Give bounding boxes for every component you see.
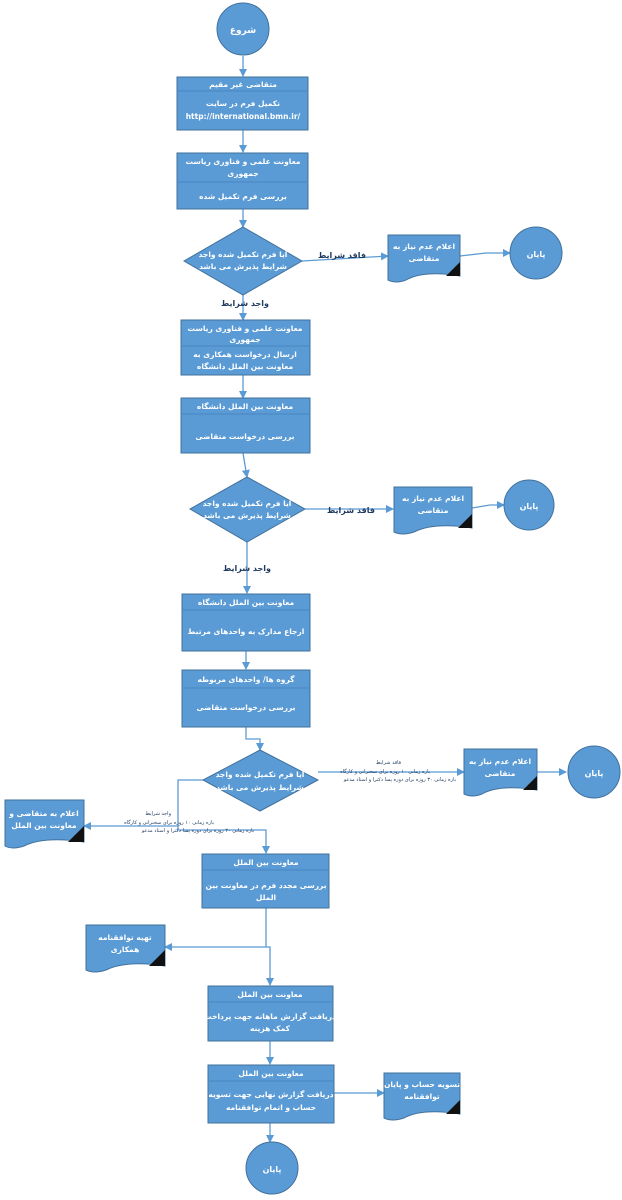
note-right-line2: بازه زمانی ۳۰ روزه برای دوره پسا دکترا و… xyxy=(343,777,456,783)
arrow-box7-box8 xyxy=(266,946,274,986)
box5-header: معاونت بین الملل دانشگاه xyxy=(198,598,295,607)
process-box-final-report: معاونت بین الملل دریافت گزارش نهایی جهت … xyxy=(207,1064,335,1124)
box4-body: بررسی درخواست متقاضی xyxy=(196,432,295,441)
box1-line2: http://international.bmn.ir/ xyxy=(186,112,301,121)
process-box-intl-refer: معاونت بین الملل دانشگاه ارجاع مدارک به … xyxy=(181,593,311,652)
process-box-groups-review: گروه ها/ واحدهای مربوطه بررسی درخواست مت… xyxy=(181,669,311,728)
doc-final-line1: تسویه حساب و پایان xyxy=(384,1080,460,1089)
document-reject-2: اعلام عدم نیاز به متقاضی xyxy=(393,486,473,535)
box3-line2: معاونت بین الملل دانشگاه xyxy=(197,362,294,371)
end-final-label: پایان xyxy=(263,1165,282,1174)
end-node-final: پایان xyxy=(245,1141,299,1195)
end-node-2: پایان xyxy=(503,479,555,531)
arrow-decision3-box7 xyxy=(177,826,270,854)
box8-line2: کمک هزینه xyxy=(250,1024,291,1033)
box9-header: معاونت بین الملل xyxy=(238,1069,303,1078)
document-reject-3: اعلام عدم نیاز به متقاضی xyxy=(463,748,538,797)
decision2-line1: ایا فرم تکمیل شده واجد xyxy=(203,499,292,508)
decision2-line2: شرایط پذیرش می باشد xyxy=(203,511,291,520)
arrow-box6-decision3 xyxy=(245,727,264,751)
decision1-not-qualified-label: فاقد شرایط xyxy=(318,251,366,260)
end3-label: پایان xyxy=(585,769,604,778)
note-left: واجد شرایط بازه زمانی ۱۰ روزه برای سخنرا… xyxy=(124,811,254,834)
doc3-line1: اعلام عدم نیاز به xyxy=(469,757,531,766)
doc2-line2: متقاضی xyxy=(418,506,449,515)
box7-line2: الملل xyxy=(256,893,276,902)
start-label: شروع xyxy=(230,26,256,36)
box6-header: گروه ها/ واحدهای مربوطه xyxy=(197,675,295,684)
box1-line1: تکمیل فرم در سایت xyxy=(206,99,280,108)
decision-2: ایا فرم تکمیل شده واجد شرایط پذیرش می با… xyxy=(188,476,307,543)
doc-final-line2: توافقنامه xyxy=(404,1092,440,1101)
doc-mou-line1: تهیه توافقنامه xyxy=(98,933,152,942)
doc-mou-line2: همکاری xyxy=(111,945,140,954)
end2-label: پایان xyxy=(520,502,539,511)
arrow-decision1-doc1 xyxy=(301,252,389,262)
end-node-3: پایان xyxy=(567,745,621,799)
box2-header1: معاونت علمی و فناوری ریاست xyxy=(186,157,301,166)
decision1-qualified-label: واجد شرایط xyxy=(221,299,269,308)
box5-body: ارجاع مدارک به واحدهای مرتبط xyxy=(188,627,305,636)
box4-header: معاونت بین الملل دانشگاه xyxy=(197,402,294,411)
process-box-monthly-report: معاونت بین الملل دریافت گزارش ماهانه جهت… xyxy=(204,985,336,1042)
process-box-intl-recheck: معاونت بین الملل بررسی مجدد فرم در معاون… xyxy=(201,853,330,909)
decision2-not-qualified-label: فاقد شرایط xyxy=(327,506,375,515)
decision3-line2: شرایط پذیرش می باشد xyxy=(216,783,304,792)
process-box-vp-science-send: معاونت علمی و فناوری ریاست جمهوری ارسال … xyxy=(180,319,311,376)
doc1-line1: اعلام عدم نیاز به xyxy=(393,242,455,251)
decision1-line1: ایا فرم تکمیل شده واجد xyxy=(199,250,288,259)
start-node: شروع xyxy=(216,2,270,56)
box9-line1: دریافت گزارش نهایی جهت تسویه xyxy=(208,1090,333,1099)
arrow-decision3-docleft xyxy=(83,779,208,830)
doc3-line2: متقاضی xyxy=(485,769,516,778)
note-right: فاقد شرایط بازه زمانی ۱۰ روزه برای سخنرا… xyxy=(340,760,456,783)
decision-1: ایا فرم تکمیل شده واجد شرایط پذیرش می با… xyxy=(182,226,304,296)
note-right-title: فاقد شرایط xyxy=(376,760,402,766)
box2-body: بررسی فرم تکمیل شده xyxy=(199,192,287,201)
box2-header2: جمهوری xyxy=(227,169,258,178)
note-right-line1: بازه زمانی ۱۰ روزه برای سخنرانی و کارگاه xyxy=(340,768,430,775)
decision1-line2: شرایط پذیرش می باشد xyxy=(199,262,287,271)
document-notify-applicant: اعلام به متقاضی و معاونت بین الملل xyxy=(4,799,85,849)
connectors xyxy=(83,56,567,1143)
box3-header2: جمهوری xyxy=(229,335,260,344)
process-box-vp-science-review: معاونت علمی و فناوری ریاست جمهوری بررسی … xyxy=(176,152,309,210)
box8-line1: دریافت گزارش ماهانه جهت پرداخت xyxy=(204,1012,336,1021)
decision-3: ایا فرم تکمیل شده واجد شرایط پذیرش می با… xyxy=(201,749,320,812)
box9-line2: حساب و اتمام توافقنامه xyxy=(226,1103,316,1112)
box1-header: متقاضی غیر مقیم xyxy=(209,80,277,89)
doc-left-line2: معاونت بین الملل xyxy=(11,821,76,830)
document-prepare-agreement: تهیه توافقنامه همکاری xyxy=(85,924,166,973)
process-box-intl-review: معاونت بین الملل دانشگاه بررسی درخواست م… xyxy=(180,397,311,454)
box7-header: معاونت بین الملل xyxy=(233,858,298,867)
arrow-box7-mou xyxy=(164,908,267,951)
process-box-applicant: متقاضی غیر مقیم تکمیل فرم در سایت http:/… xyxy=(176,76,309,131)
document-settlement: تسویه حساب و پایان توافقنامه xyxy=(383,1072,461,1121)
doc-left-line1: اعلام به متقاضی و xyxy=(8,809,79,818)
box6-body: بررسی درخواست متقاضی xyxy=(197,703,296,712)
decision2-qualified-label: واجد شرایط xyxy=(223,564,271,573)
end1-label: پایان xyxy=(527,250,546,259)
box3-line1: ارسال درخواست همکاری به xyxy=(193,350,297,359)
note-left-line2: بازه زمانی ۳۰ روزه برای دوره پسا دکترا و… xyxy=(141,828,254,834)
arrow-doc1-end1 xyxy=(459,249,511,257)
doc1-line2: متقاضی xyxy=(409,254,440,263)
arrow-doc2-end2 xyxy=(471,501,505,509)
decision3-line1: ایا فرم تکمیل شده واجد xyxy=(216,770,305,779)
document-reject-1: اعلام عدم نیاز به متقاضی xyxy=(387,234,461,283)
note-left-title: واجد شرایط xyxy=(145,811,171,817)
doc2-line1: اعلام عدم نیاز به xyxy=(402,494,464,503)
box3-header1: معاونت علمی و فناوری ریاست xyxy=(188,324,303,333)
box7-line1: بررسی مجدد فرم در معاونت بین xyxy=(205,881,326,890)
arrow-box4-decision2 xyxy=(241,452,250,478)
end-node-1: پایان xyxy=(509,226,563,280)
box8-header: معاونت بین الملل xyxy=(237,990,302,999)
note-left-line1: بازه زمانی ۱۰ روزه برای سخنرانی و کارگاه xyxy=(124,819,214,826)
